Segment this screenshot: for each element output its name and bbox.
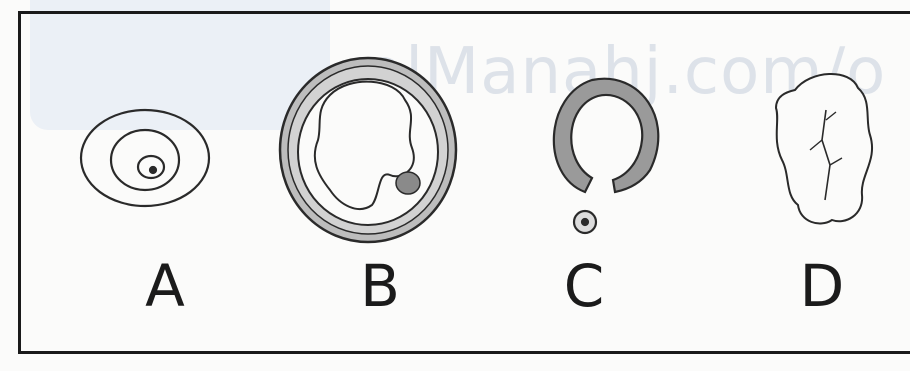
label-b: B (360, 252, 400, 320)
label-d: D (800, 252, 845, 320)
figure-d-mass (776, 74, 872, 224)
figure-a-rings (81, 110, 209, 206)
figure-c-broken-ring (554, 79, 658, 233)
figure-b-ring (280, 58, 456, 242)
label-c: C (564, 252, 605, 320)
label-a: A (145, 252, 185, 320)
